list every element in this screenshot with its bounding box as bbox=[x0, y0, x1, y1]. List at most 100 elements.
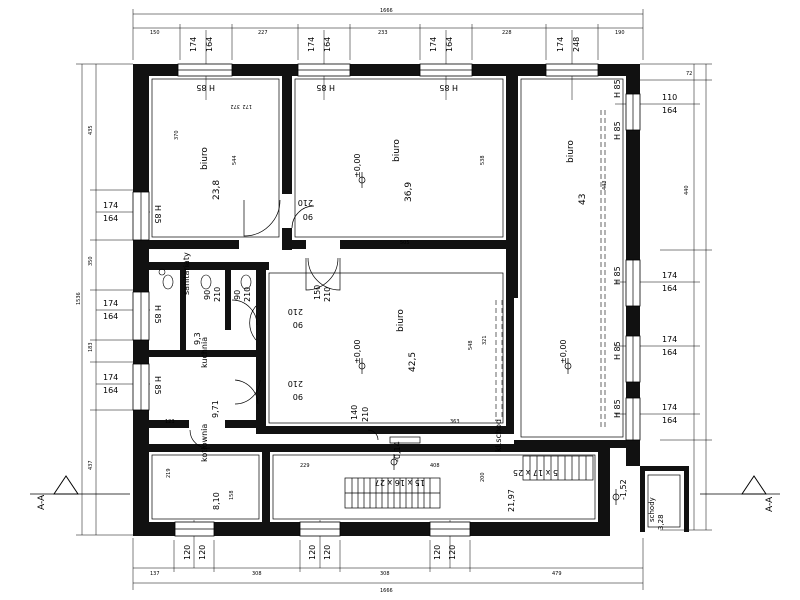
level-value: -0,14 bbox=[393, 441, 402, 462]
section-marker-left: A-A bbox=[30, 475, 130, 510]
sill-label: H 85 bbox=[153, 305, 162, 324]
room-outlines bbox=[151, 78, 624, 520]
left-win-0-w: 174 bbox=[103, 201, 118, 210]
dim-top-seg-4: 233 bbox=[378, 30, 388, 36]
door-w: 90 bbox=[293, 320, 303, 329]
level-value: ±0,00 bbox=[559, 339, 568, 364]
level-mark-5: -1,52 bbox=[612, 479, 628, 505]
right-win-3-h: 164 bbox=[662, 416, 677, 425]
room-name: biuro bbox=[200, 147, 210, 170]
room-dim: 321 bbox=[482, 335, 488, 345]
door-w: 90 bbox=[233, 290, 242, 300]
top-win-2-w: 174 bbox=[429, 37, 438, 52]
entrance-annex bbox=[640, 466, 689, 532]
room-name: schody bbox=[648, 497, 656, 522]
level-mark-3: ±0,00 bbox=[559, 339, 572, 374]
dim-right-seg-1: 440 bbox=[684, 185, 690, 195]
sill-label: H 85 bbox=[613, 399, 622, 418]
room-name: biuro bbox=[566, 140, 576, 163]
sill-label: H 85 bbox=[613, 79, 622, 98]
stair-label-secondary: 5 x 17 x 25 bbox=[513, 468, 558, 477]
bot-win-1-h: 120 bbox=[323, 545, 332, 560]
door-h: 210 bbox=[213, 287, 222, 302]
room-area: 9,71 bbox=[211, 400, 220, 418]
room-label-biuro-2: biuro 36,9 bbox=[392, 139, 414, 202]
left-win-2-h: 164 bbox=[103, 386, 118, 395]
door-labels: 90 210 90 210 150 210 90 210 90 210 90 2… bbox=[203, 198, 370, 422]
level-value: ±0,00 bbox=[353, 339, 362, 364]
dimension-right: 72 440 1188 bbox=[636, 63, 712, 531]
top-win-0-h: 164 bbox=[205, 37, 214, 52]
dim-top-seg-2: 227 bbox=[258, 30, 268, 36]
room-name: kotłownia bbox=[200, 424, 209, 462]
left-window-labels: 174 164 174 164 174 164 bbox=[96, 201, 150, 395]
room-name: kl.schod bbox=[494, 419, 503, 452]
room-dim: 544 bbox=[232, 155, 238, 165]
dim-bottom-seg-2: 308 bbox=[252, 571, 262, 577]
dim-top-seg-8: 190 bbox=[615, 30, 625, 36]
stairs-secondary bbox=[522, 455, 594, 481]
dim-bottom-seg-4: 308 bbox=[380, 571, 390, 577]
room-dims: 544 372 370 538 505 443 321 548 363 408 … bbox=[165, 103, 608, 500]
room-label-biuro-4: biuro 42,5 bbox=[396, 309, 418, 372]
top-win-0-w: 174 bbox=[189, 37, 198, 52]
room-area: 43 bbox=[578, 194, 588, 205]
level-value: -1,52 bbox=[619, 479, 628, 500]
left-win-1-h: 164 bbox=[103, 312, 118, 321]
door-h: 210 bbox=[298, 198, 313, 207]
dim-left-overall: 1536 bbox=[76, 292, 82, 305]
room-area: 23,8 bbox=[212, 180, 222, 200]
outer-walls bbox=[132, 63, 641, 537]
room-label-kuchnia: kuchnia 9,71 bbox=[200, 337, 220, 418]
section-label: A-A bbox=[37, 494, 47, 510]
sill-label: H 85 bbox=[153, 376, 162, 395]
dim-right-seg-0: 72 bbox=[686, 71, 692, 77]
sill-labels: H 85 H 85 H 85 H 85 H 85 H 85 H 85 H 85 … bbox=[153, 79, 622, 418]
internal-walls bbox=[149, 76, 626, 536]
dim-top-seg-0: 150 bbox=[150, 30, 160, 36]
room-dim: 538 bbox=[480, 155, 486, 165]
room-label-kotlownia: kotłownia 8,10 bbox=[200, 424, 221, 510]
sill-label: H 85 bbox=[613, 266, 622, 285]
door-w: 150 bbox=[313, 285, 322, 300]
left-win-2-w: 174 bbox=[103, 373, 118, 382]
dimension-bottom-overall: 1666 bbox=[132, 538, 644, 594]
room-label-klatka-schodowa: kl.schod 21,97 bbox=[494, 419, 516, 512]
dim-left-seg-0: 435 bbox=[88, 125, 94, 135]
level-mark-1: ±0,00 bbox=[353, 153, 366, 188]
door-w: 90 bbox=[303, 212, 313, 221]
right-win-1-w: 174 bbox=[662, 271, 677, 280]
room-area: 21,97 bbox=[507, 489, 516, 512]
door-swings bbox=[189, 199, 379, 449]
room-dim: 172 bbox=[242, 103, 252, 109]
dim-bottom-overall-text: 1666 bbox=[380, 588, 393, 594]
room-dim: 548 bbox=[468, 340, 474, 350]
dimension-top-overall: 1666 bbox=[132, 8, 644, 60]
dim-top-overall-text: 1666 bbox=[380, 8, 393, 14]
level-mark-4: -0,14 bbox=[390, 441, 402, 470]
left-win-1-w: 174 bbox=[103, 299, 118, 308]
stair-label-main: 15 x 16 x 27 bbox=[375, 478, 425, 487]
dim-top-seg-6: 228 bbox=[502, 30, 512, 36]
dimension-left: 1536 435 350 183 437 bbox=[76, 63, 133, 536]
top-win-3-w: 174 bbox=[556, 37, 565, 52]
bot-win-2-h: 120 bbox=[448, 545, 457, 560]
room-dim: 505 bbox=[400, 240, 410, 246]
dim-left-seg-2: 183 bbox=[88, 342, 94, 352]
right-win-0-h: 164 bbox=[662, 106, 677, 115]
room-name: biuro bbox=[396, 309, 406, 332]
dim-bottom-seg-0: 137 bbox=[150, 571, 160, 577]
right-win-1-h: 164 bbox=[662, 284, 677, 293]
left-win-0-h: 164 bbox=[103, 214, 118, 223]
room-area: 3,28 bbox=[657, 514, 665, 530]
right-win-0-w: 110 bbox=[662, 93, 677, 102]
stair-labels: 15 x 16 x 27 5 x 17 x 25 bbox=[375, 468, 558, 487]
sill-label: H 85 bbox=[316, 83, 335, 92]
top-win-1-w: 174 bbox=[307, 37, 316, 52]
dim-bottom-seg-6: 479 bbox=[552, 571, 562, 577]
room-dim: 363 bbox=[450, 419, 460, 425]
room-dim: 219 bbox=[166, 468, 172, 478]
room-name: sanitariaty bbox=[182, 252, 191, 295]
right-win-2-h: 164 bbox=[662, 348, 677, 357]
room-name: kuchnia bbox=[200, 337, 209, 368]
